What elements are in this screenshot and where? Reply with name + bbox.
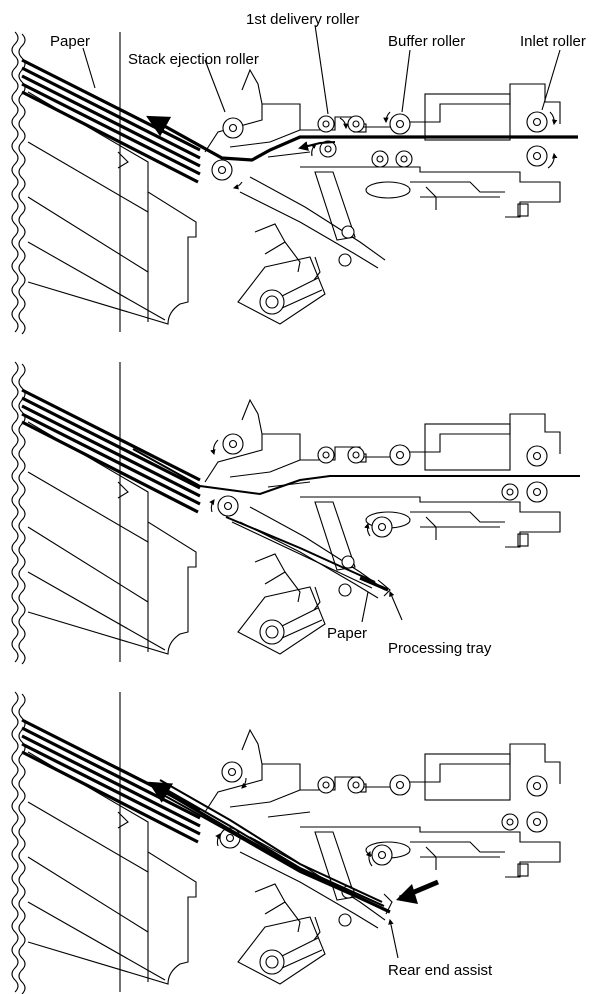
panel-2: Paper Processing tray bbox=[10, 360, 580, 666]
panel-3: Rear end assist bbox=[10, 690, 561, 994]
stack-ejection-roller-upper bbox=[222, 117, 244, 139]
buffer-roller bbox=[389, 444, 411, 466]
label-paper: Paper bbox=[50, 33, 90, 50]
label-rear-end-assist: Rear end assist bbox=[388, 962, 493, 979]
first-delivery-roller bbox=[317, 115, 335, 133]
paper-path bbox=[132, 448, 580, 496]
stack-ejection-roller bbox=[217, 495, 239, 517]
label-paper-2: Paper bbox=[327, 625, 367, 642]
inlet-roller-lower bbox=[526, 145, 548, 167]
paper-path bbox=[146, 115, 578, 162]
stack-ejection-roller bbox=[211, 159, 233, 181]
inlet-roller bbox=[526, 111, 548, 133]
label-processing-tray: Processing tray bbox=[388, 640, 492, 657]
label-first-delivery-roller: 1st delivery roller bbox=[246, 11, 359, 28]
label-stack-ejection-roller: Stack ejection roller bbox=[128, 51, 259, 68]
paper-path bbox=[148, 781, 391, 914]
label-buffer-roller: Buffer roller bbox=[388, 33, 465, 50]
label-inlet-roller: Inlet roller bbox=[520, 33, 586, 50]
panel-1: Paper Stack ejection roller 1st delivery… bbox=[10, 11, 586, 336]
buffer-roller bbox=[389, 113, 411, 135]
inlet-roller bbox=[526, 445, 548, 467]
